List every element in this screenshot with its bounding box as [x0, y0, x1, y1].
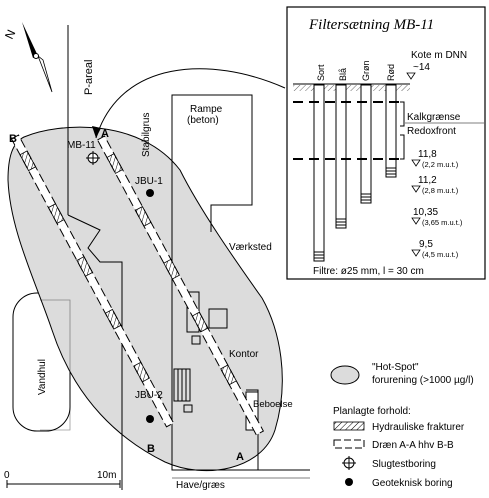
section-b-bottom: B	[147, 443, 155, 455]
kalk-bracket	[400, 101, 405, 127]
feature-rect-5	[183, 404, 193, 413]
stabilgrus-boundary	[67, 214, 123, 490]
tube-label-sort: Sort	[316, 64, 326, 81]
filter-screen-roed	[386, 167, 396, 175]
redoxfront-label: Redoxfront	[407, 126, 456, 137]
kalkgraense-label: Kalkgrænse	[407, 112, 461, 123]
callout-arrowhead	[92, 126, 101, 138]
rampe-label: Rampe	[190, 104, 223, 115]
legend-geotech-label: Geoteknisk boring	[372, 478, 453, 489]
level-1-triangle	[411, 159, 421, 167]
section-a-bottom: A	[236, 451, 244, 463]
tube-blaa	[335, 84, 347, 229]
pond-inner	[40, 299, 71, 431]
redox-bracket	[400, 134, 405, 160]
level-2-triangle	[411, 185, 421, 193]
mb11-symbol	[86, 151, 100, 165]
legend-hotspot-line1: "Hot-Spot"	[372, 362, 419, 373]
filter-screen-blaa	[336, 218, 346, 226]
legend-hotspot-line2: forurening (>1000 µg/l)	[372, 375, 474, 386]
level-3-triangle	[411, 217, 421, 225]
level-4-depth: (4,5 m.u.t.)	[422, 250, 459, 259]
jbu1-label: JBU-1	[135, 176, 163, 187]
tube-roed	[385, 84, 397, 178]
section-b-top: B	[9, 133, 17, 145]
rampe-sub-label: (beton)	[187, 115, 219, 126]
mb11-label: MB-11	[67, 140, 96, 151]
feature-rect-3	[191, 335, 201, 345]
filter-screen-sort	[314, 251, 324, 259]
kote-triangle	[406, 72, 416, 80]
level-2-value: 11,2	[418, 175, 437, 186]
jbu2-label: JBU-2	[135, 390, 163, 401]
legend-drains-label: Dræn A-A hhv B-B	[372, 440, 454, 451]
vaerksted-label: Værksted	[229, 242, 272, 253]
level-1-value: 11,8	[418, 149, 437, 160]
filter-screen-groen	[361, 193, 371, 201]
vandhul-label: Vandhul	[37, 359, 48, 395]
tube-groen	[360, 84, 372, 204]
section-a-top: A	[101, 128, 109, 140]
inset-footer: Filtre: ø25 mm, l = 30 cm	[313, 266, 424, 277]
ground-hatch	[293, 85, 410, 91]
tube-label-groen: Grøn	[361, 60, 371, 81]
level-3-depth: (3,65 m.u.t.)	[422, 218, 463, 227]
legend-planned-title: Planlagte forhold:	[333, 406, 411, 417]
hotspot-area	[7, 126, 283, 472]
legend-slugtest-label: Slugtestboring	[372, 459, 436, 470]
north-arrow	[22, 22, 53, 93]
callout-arrow	[95, 68, 286, 139]
legend-hotspot-swatch	[330, 365, 360, 385]
level-1-depth: (2,2 m.u.t.)	[422, 160, 459, 169]
p-areal-label: P-areal	[83, 60, 95, 95]
legend-fractures-swatch	[333, 421, 365, 431]
jbu2-point	[146, 415, 154, 423]
kontor-label: Kontor	[229, 349, 259, 360]
scale-zero: 0	[4, 470, 10, 481]
beboelse-label: Beboelse	[253, 399, 293, 410]
kote-label: Kote m DNN	[411, 50, 467, 61]
legend-fractures-label: Hydrauliske frakturer	[372, 422, 465, 433]
have-graes-label: Have/græs	[176, 480, 225, 491]
tube-sort	[313, 84, 325, 262]
kote-value: ~14	[413, 62, 430, 73]
legend-slugtest-symbol	[342, 456, 356, 470]
level-4-value: 9,5	[419, 239, 433, 250]
legend-geotech-symbol	[345, 478, 353, 486]
drain-b-b	[10, 134, 175, 428]
scale-ten: 10m	[97, 470, 116, 481]
tube-label-roed: Rød	[386, 64, 396, 81]
jbu1-point	[146, 189, 154, 197]
rampe-outline	[171, 94, 253, 232]
feature-rect-2	[208, 308, 228, 329]
north-label: N	[2, 27, 18, 41]
tube-label-blaa: Blå	[338, 68, 348, 81]
drain-a-a	[96, 135, 265, 436]
level-2-depth: (2,8 m.u.t.)	[422, 186, 459, 195]
stabilgrus-label: Stabilgrus	[141, 113, 152, 157]
level-3-value: 10,35	[413, 207, 438, 218]
inset-title: Filtersætning MB-11	[308, 17, 434, 33]
legend-drains-swatch	[333, 439, 365, 449]
level-4-triangle	[411, 249, 421, 257]
